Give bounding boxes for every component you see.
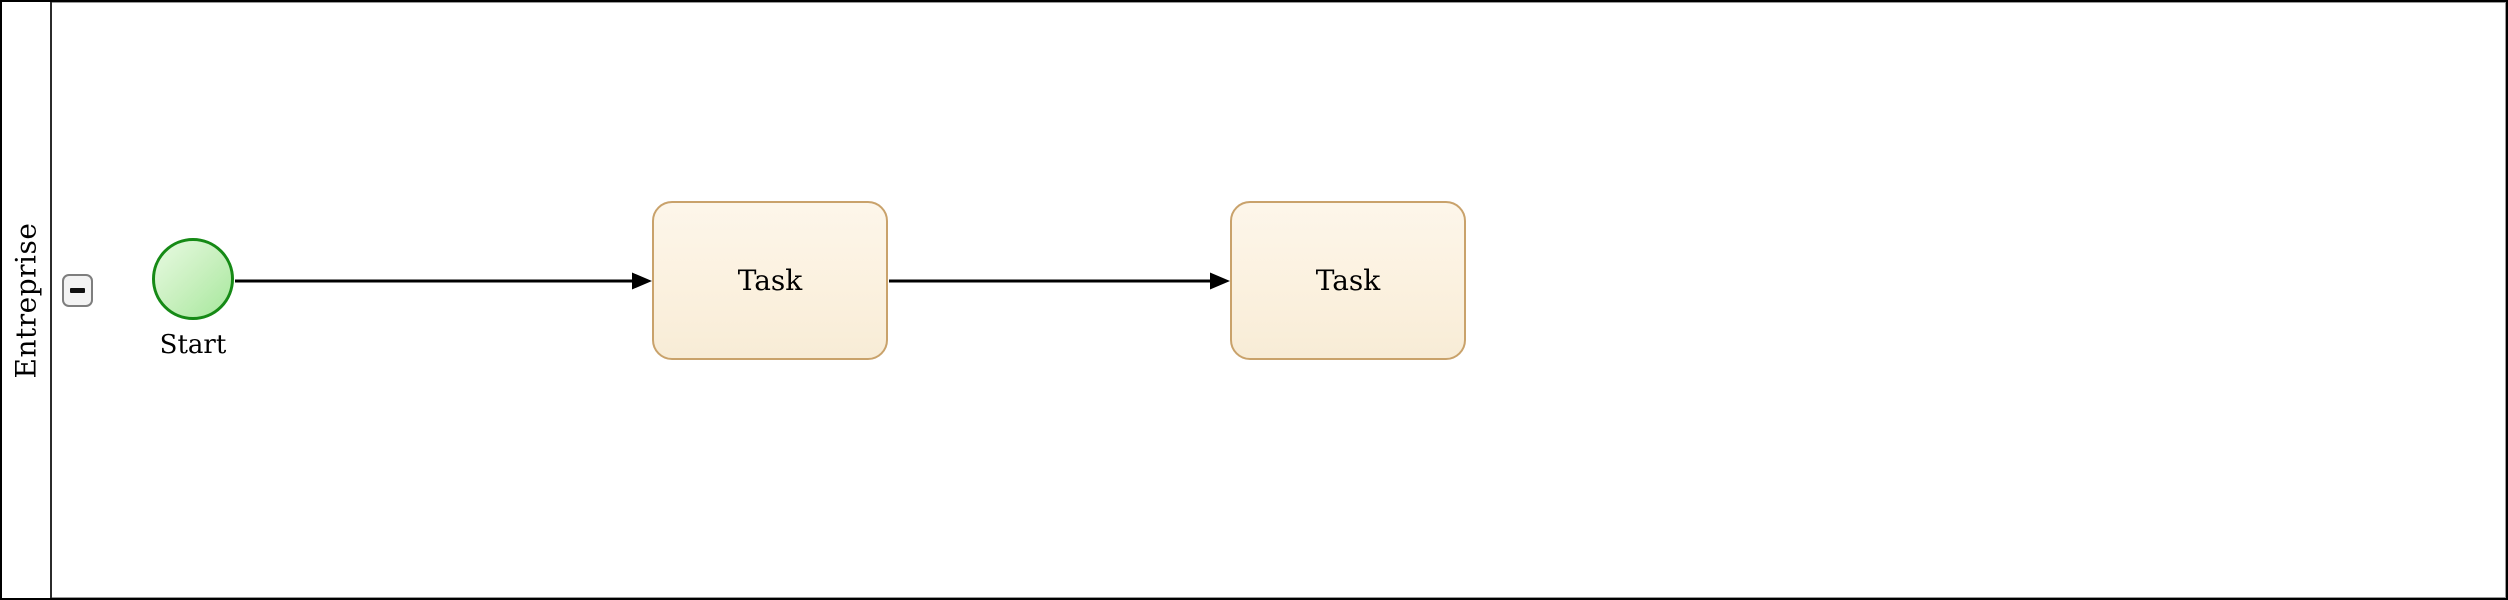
pool-header[interactable]: Entreprise: [2, 2, 52, 598]
task-2[interactable]: Task: [1230, 201, 1466, 360]
start-event[interactable]: [152, 238, 234, 320]
pool-label: Entreprise: [9, 222, 43, 378]
bpmn-lane[interactable]: [52, 2, 2506, 598]
minus-icon: [70, 288, 85, 293]
task-1-label: Task: [737, 264, 803, 297]
task-2-label: Task: [1315, 264, 1381, 297]
task-1[interactable]: Task: [652, 201, 888, 360]
collapse-button[interactable]: [62, 274, 93, 307]
start-event-label: Start: [159, 330, 227, 360]
